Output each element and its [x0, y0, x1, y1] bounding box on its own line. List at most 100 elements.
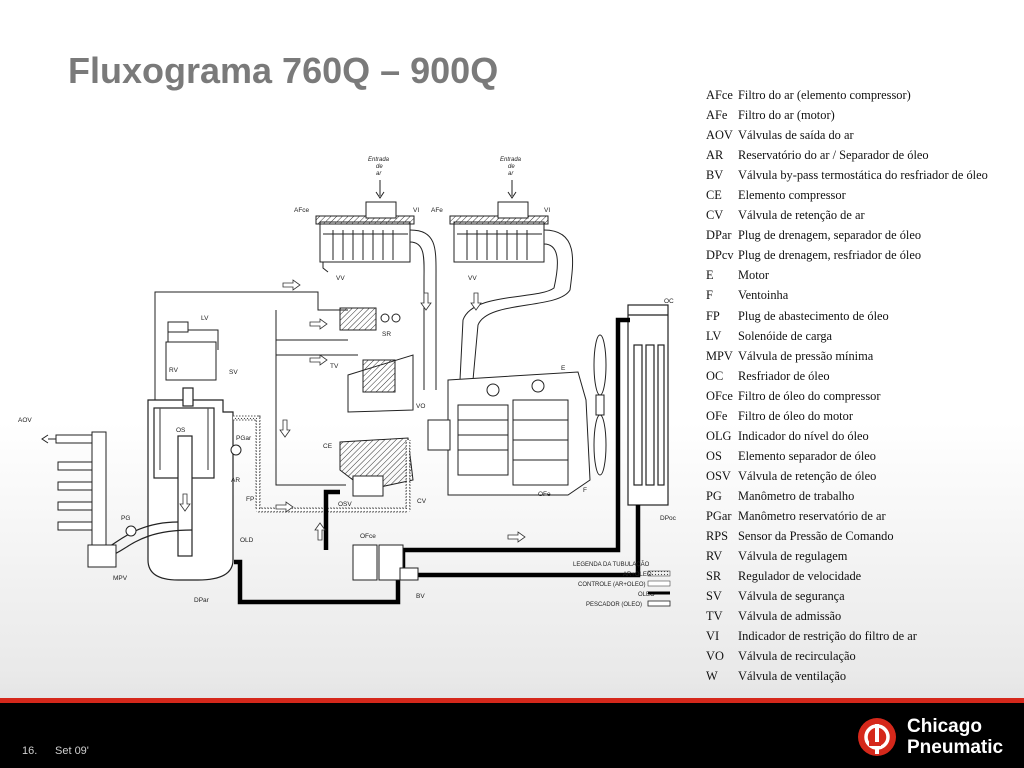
legend-code: AOV	[706, 128, 733, 143]
legend-description: Válvula by-pass termostática do resfriad…	[738, 168, 988, 183]
legend-code: OFe	[706, 408, 728, 423]
svg-text:de: de	[376, 164, 383, 170]
footer-accent	[0, 698, 1024, 703]
svg-text:DPar: DPar	[194, 597, 210, 604]
svg-text:VI: VI	[544, 207, 550, 214]
legend-description: Filtro de óleo do motor	[738, 408, 853, 423]
svg-text:ar: ar	[376, 171, 382, 177]
legend-code: VO	[706, 649, 724, 664]
svg-text:OFe: OFe	[538, 491, 551, 498]
pressure-gauge-pg	[125, 525, 137, 537]
inlet-label-1: Entrada	[368, 157, 390, 163]
legend-code: AFe	[706, 108, 728, 123]
legend-description: Válvula de admissão	[738, 609, 842, 624]
legend-row: AFce Filtro do ar (elemento compressor)	[706, 85, 1016, 105]
flow-arrows	[179, 279, 526, 543]
legend-code: SV	[706, 589, 722, 604]
svg-text:AFe: AFe	[431, 207, 443, 214]
legend-code: DPcv	[706, 248, 734, 263]
pressure-gauge-pgar	[230, 444, 242, 456]
legend-code: AFce	[706, 88, 733, 102]
legend-row: FP Plug de abastecimento de óleo	[706, 306, 1016, 326]
svg-text:CONTROLE (AR+OLEO): CONTROLE (AR+OLEO)	[578, 582, 646, 588]
engine-e	[427, 371, 591, 496]
legend-code: BV	[706, 168, 724, 183]
svg-text:LV: LV	[201, 315, 209, 322]
legend-description: Válvula de segurança	[738, 589, 845, 604]
brand-line-2: Pneumatic	[907, 737, 1004, 758]
tubing-legend: LEGENDA DA TUBULAÇÃO AR+OLEO CONTROLE (A…	[573, 561, 671, 608]
legend-description: Válvula de retenção de ar	[738, 208, 865, 223]
legend-code: VI	[706, 629, 720, 644]
svg-text:OFce: OFce	[360, 533, 376, 540]
svg-text:ar: ar	[508, 171, 514, 177]
svg-text:OSV: OSV	[338, 501, 352, 508]
legend-row: BV Válvula by-pass termostática do resfri…	[706, 165, 1016, 185]
legend-description: Manômetro reservatório de ar	[738, 508, 886, 523]
legend-code: CV	[706, 208, 724, 223]
slide-title: Fluxograma 760Q – 900Q	[68, 50, 499, 91]
legend-code: PG	[706, 488, 722, 503]
svg-text:de: de	[508, 164, 515, 170]
legend-description: Sensor da Pressão de Comando	[738, 529, 894, 544]
fan-f	[593, 334, 607, 476]
svg-text:BV: BV	[416, 593, 425, 600]
svg-text:DPoc: DPoc	[660, 515, 677, 522]
legend-row: OFe Filtro de óleo do motor	[706, 406, 1016, 426]
legend-code: CE	[706, 188, 722, 203]
legend-code: SR	[706, 569, 722, 584]
mpv-valve	[87, 544, 117, 568]
legend-code: E	[706, 268, 714, 283]
legend-description: Regulador de velocidade	[738, 569, 862, 584]
legend-row: CV Válvula de retenção de ar	[706, 205, 1016, 225]
solenoid-lv	[165, 321, 217, 381]
svg-text:CE: CE	[323, 443, 333, 450]
svg-text:VO: VO	[416, 403, 425, 410]
svg-text:PESCADOR (OLEO): PESCADOR (OLEO)	[586, 602, 642, 608]
legend-code: OS	[706, 448, 722, 463]
legend-description: Plug de abastecimento de óleo	[738, 308, 889, 323]
svg-text:VV: VV	[468, 275, 477, 282]
intake-valve-tv	[347, 354, 414, 413]
svg-text:AR: AR	[231, 477, 240, 484]
slide-date: Set 09'	[55, 745, 89, 757]
svg-text:OLD: OLD	[240, 537, 254, 544]
legend-description: Ventoinha	[738, 288, 789, 303]
legend-row: SV Válvula de segurança	[706, 586, 1016, 606]
legend-code: DPar	[706, 228, 732, 243]
legend-code: F	[706, 288, 713, 303]
svg-text:VV: VV	[336, 275, 345, 282]
legend-description: Válvula de ventilação	[738, 669, 847, 684]
air-outlet-valves-aov	[41, 431, 107, 553]
svg-text:FP: FP	[246, 496, 254, 503]
legend-code: FP	[706, 308, 720, 323]
svg-text:E: E	[561, 365, 566, 372]
oil-cooler-oc	[627, 304, 669, 506]
legend-row: F Ventoinha	[706, 285, 1016, 305]
air-receiver-ar	[109, 387, 234, 581]
speed-regulator-sr	[339, 307, 401, 331]
footer-bar	[0, 698, 1024, 768]
legend-code: MPV	[706, 348, 733, 363]
oil-filter-ofce	[352, 544, 419, 581]
legend-description: Solenóide de carga	[738, 328, 833, 343]
legend-description: Filtro do ar (elemento compressor)	[738, 88, 911, 102]
legend-code: OSV	[706, 468, 731, 483]
legend-description: Válvula de regulagem	[738, 549, 848, 564]
brand-name: Chicago Pneumatic	[907, 716, 1003, 758]
